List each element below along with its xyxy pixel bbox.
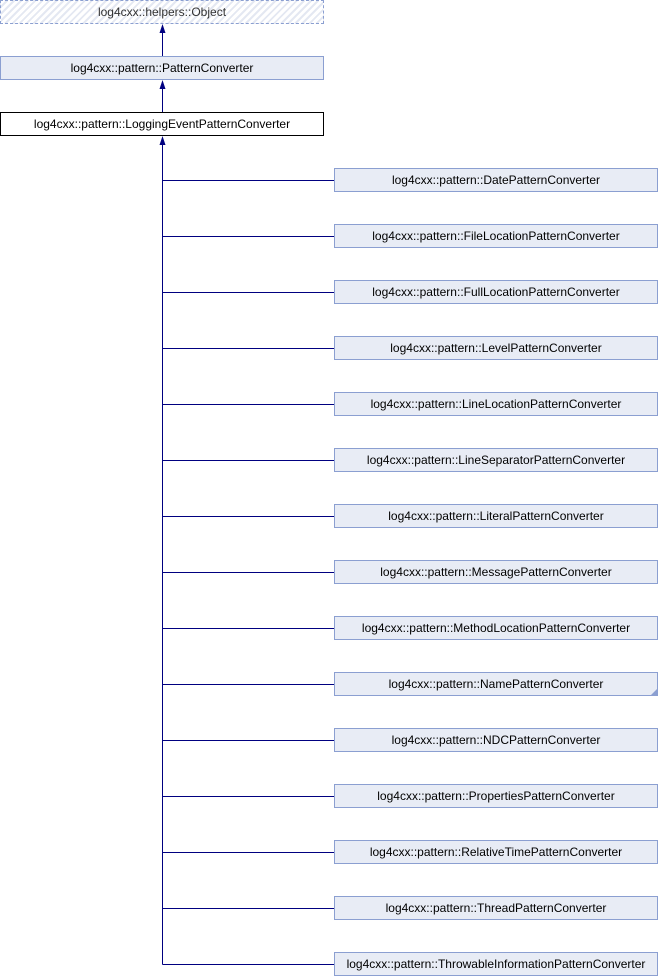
node-child-class[interactable]: log4cxx::pattern::NamePatternConverter <box>334 672 658 696</box>
node-child-class[interactable]: log4cxx::pattern::NDCPatternConverter <box>334 728 658 752</box>
arrowhead-icon <box>159 80 166 89</box>
node-helpers-object[interactable]: log4cxx::helpers::Object <box>0 0 324 24</box>
arrowhead-icon <box>159 136 166 145</box>
arrowhead-icon <box>159 24 166 33</box>
node-child-class[interactable]: log4cxx::pattern::LineSeparatorPatternCo… <box>334 448 658 472</box>
node-child-class[interactable]: log4cxx::pattern::FileLocationPatternCon… <box>334 224 658 248</box>
node-child-class[interactable]: log4cxx::pattern::MessagePatternConverte… <box>334 560 658 584</box>
node-child-class[interactable]: log4cxx::pattern::ThrowableInformationPa… <box>334 952 658 976</box>
node-child-class[interactable]: log4cxx::pattern::LiteralPatternConverte… <box>334 504 658 528</box>
node-child-class[interactable]: log4cxx::pattern::FullLocationPatternCon… <box>334 280 658 304</box>
node-child-class[interactable]: log4cxx::pattern::LevelPatternConverter <box>334 336 658 360</box>
node-child-class[interactable]: log4cxx::pattern::PropertiesPatternConve… <box>334 784 658 808</box>
node-child-class[interactable]: log4cxx::pattern::LineLocationPatternCon… <box>334 392 658 416</box>
node-logging-event-pattern-converter: log4cxx::pattern::LoggingEventPatternCon… <box>0 112 324 136</box>
node-child-class[interactable]: log4cxx::pattern::ThreadPatternConverter <box>334 896 658 920</box>
node-child-class[interactable]: log4cxx::pattern::DatePatternConverter <box>334 168 658 192</box>
node-child-class[interactable]: log4cxx::pattern::MethodLocationPatternC… <box>334 616 658 640</box>
node-child-class[interactable]: log4cxx::pattern::RelativeTimePatternCon… <box>334 840 658 864</box>
node-pattern-converter[interactable]: log4cxx::pattern::PatternConverter <box>0 56 324 80</box>
